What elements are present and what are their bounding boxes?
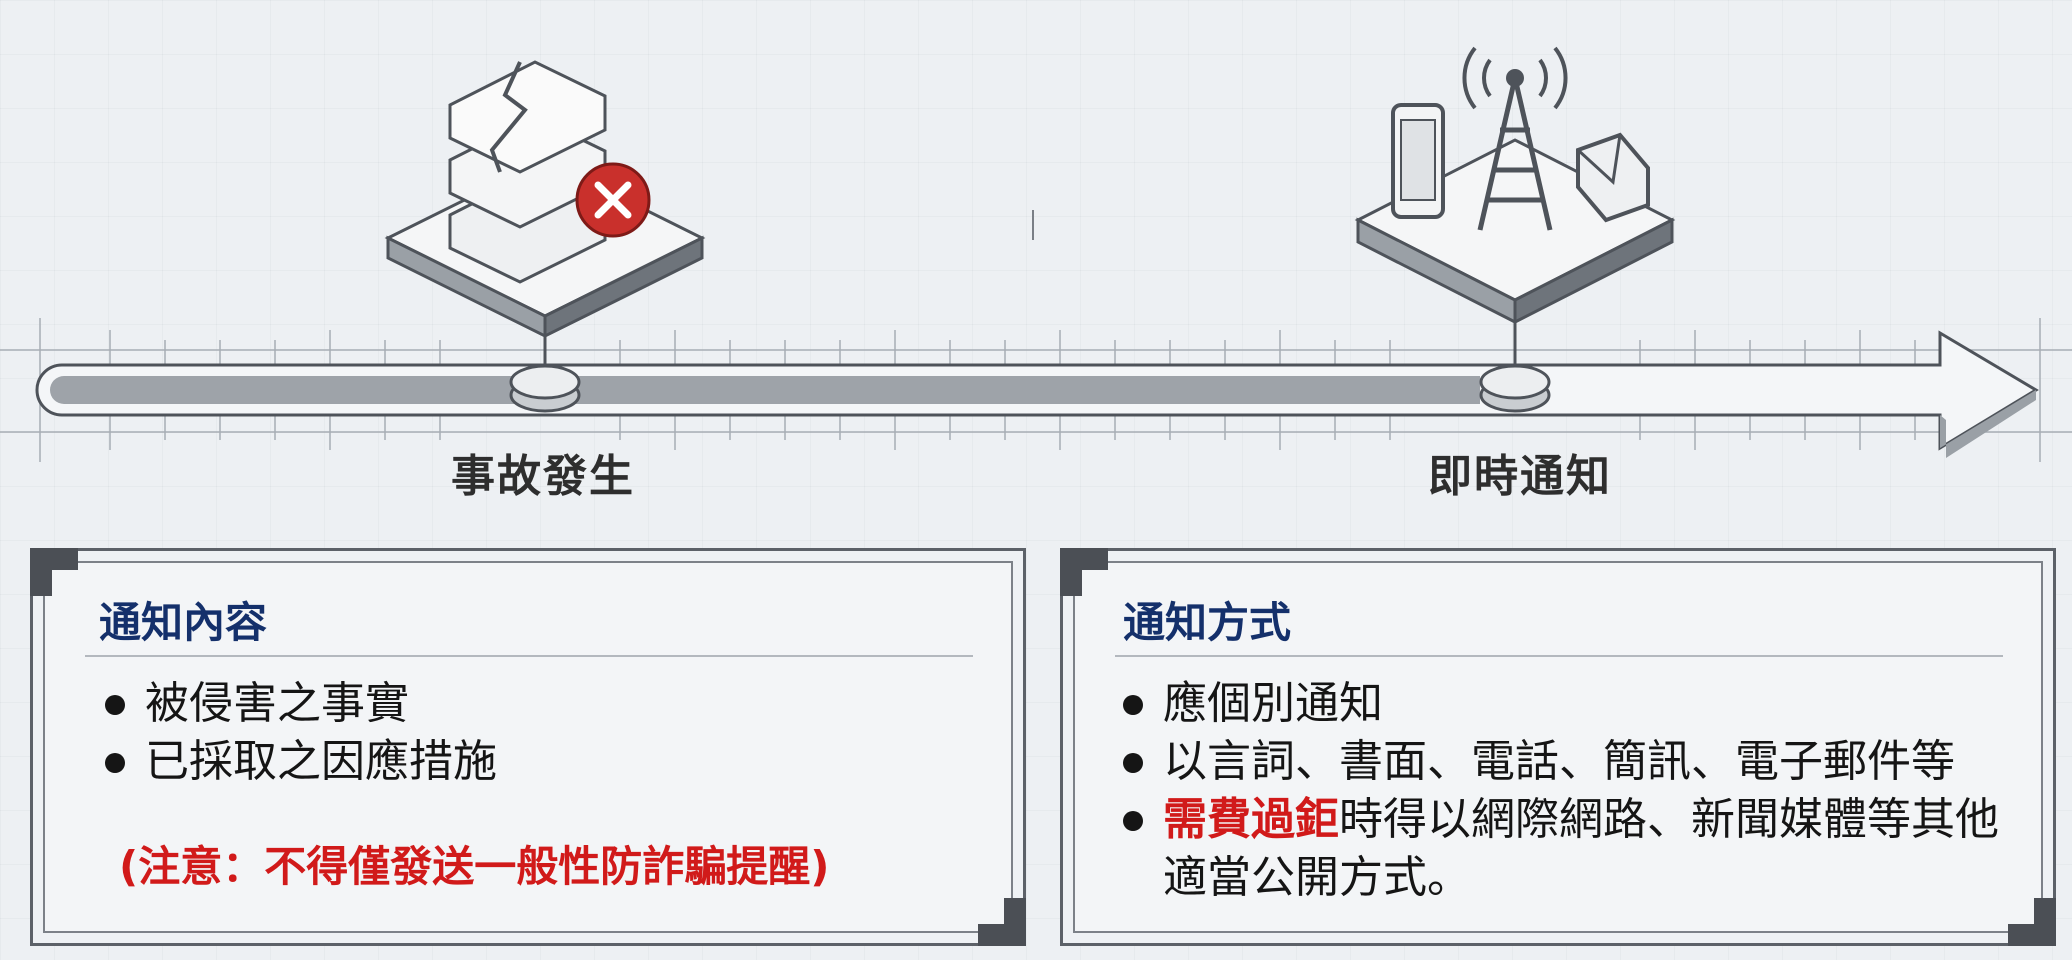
center-divider bbox=[1032, 210, 1034, 240]
item-text: 已採取之因應措施 bbox=[145, 736, 497, 787]
item-text: 以言詞、書面、電話、簡訊、電子郵件等 bbox=[1163, 736, 1955, 787]
list-item: 需費過鉅時得以網際網路、新聞媒體等其他適當公開方式。 bbox=[1119, 791, 2013, 907]
panel-title: 通知內容 bbox=[99, 598, 268, 647]
bullet-icon bbox=[105, 695, 125, 715]
bullet-list: 應個別通知 以言詞、書面、電話、簡訊、電子郵件等 需費過鉅時得以網際網路、新聞媒… bbox=[1119, 675, 2013, 907]
item-text: 應個別通知 bbox=[1163, 678, 1383, 729]
list-item: 以言詞、書面、電話、簡訊、電子郵件等 bbox=[1119, 733, 2013, 791]
panel-title: 通知方式 bbox=[1123, 598, 1292, 647]
corner-accent bbox=[1060, 548, 1108, 570]
corner-accent bbox=[978, 924, 1026, 946]
bullet-list: 被侵害之事實 已採取之因應措施 bbox=[101, 675, 983, 791]
bullet-icon bbox=[105, 753, 125, 773]
list-item: 應個別通知 bbox=[1119, 675, 2013, 733]
list-item: 被侵害之事實 bbox=[101, 675, 983, 733]
divider bbox=[85, 655, 973, 657]
panel-notification-method: 通知方式 應個別通知 以言詞、書面、電話、簡訊、電子郵件等 需費過鉅時得以網際網… bbox=[1060, 548, 2056, 946]
warning-note: (注意：不得僅發送一般性防詐騙提醒) bbox=[119, 842, 830, 891]
broken-server-icon bbox=[384, 60, 706, 413]
bullet-icon bbox=[1123, 695, 1143, 715]
panel-notification-content: 通知內容 被侵害之事實 已採取之因應措施 (注意：不得僅發送一般性防詐騙提醒) bbox=[30, 548, 1026, 946]
corner-accent bbox=[30, 548, 78, 570]
item-text: 時得以網際網路、新聞媒體等其他適當公開方式。 bbox=[1163, 794, 1999, 903]
highlight-text: 需費過鉅 bbox=[1163, 794, 1339, 845]
corner-accent bbox=[2008, 924, 2056, 946]
list-item: 已採取之因應措施 bbox=[101, 733, 983, 791]
milestone-label-incident: 事故發生 bbox=[451, 451, 635, 502]
bullet-icon bbox=[1123, 811, 1143, 831]
broadcast-tower-icon bbox=[1354, 46, 1676, 413]
milestone-label-notify: 即時通知 bbox=[1428, 451, 1612, 502]
divider bbox=[1115, 655, 2003, 657]
item-text: 被侵害之事實 bbox=[145, 678, 409, 729]
timeline-arrow bbox=[35, 330, 2039, 458]
bullet-icon bbox=[1123, 753, 1143, 773]
